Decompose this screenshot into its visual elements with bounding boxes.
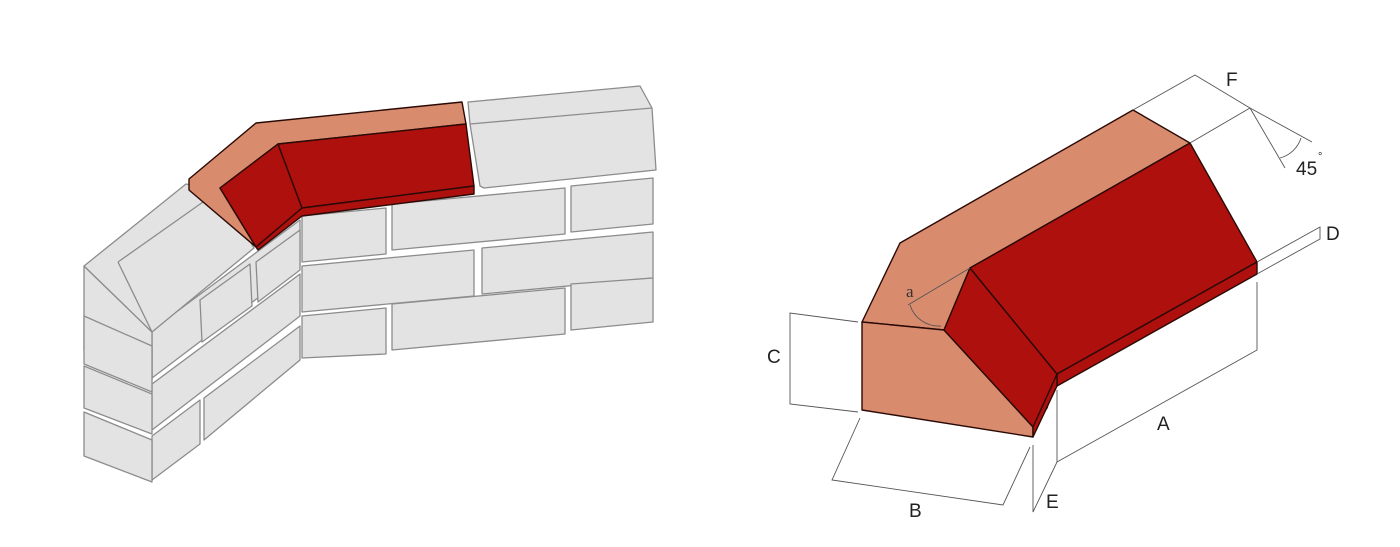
brick-wall (83, 85, 657, 483)
right-wall-courses (301, 177, 654, 359)
left-wall-courses (151, 219, 301, 481)
dimension-labels: F 45 ° D A E B C a (767, 70, 1340, 522)
label-A: A (1157, 414, 1170, 435)
corner-bricks (83, 265, 153, 483)
label-C: C (767, 347, 781, 368)
label-B: B (909, 501, 922, 522)
dimension-lines (789, 74, 1321, 513)
cap-brick-right (467, 85, 657, 189)
degree-symbol: ° (1318, 151, 1322, 163)
label-angle-a: a (906, 282, 914, 301)
installed-coping-stone (188, 101, 475, 251)
coping-drip-corner (1032, 373, 1058, 438)
label-F: F (1226, 70, 1238, 91)
label-D: D (1326, 224, 1340, 245)
label-E: E (1046, 492, 1059, 513)
coping-stone-detail (861, 109, 1258, 438)
label-angle-45: 45 (1296, 159, 1317, 180)
